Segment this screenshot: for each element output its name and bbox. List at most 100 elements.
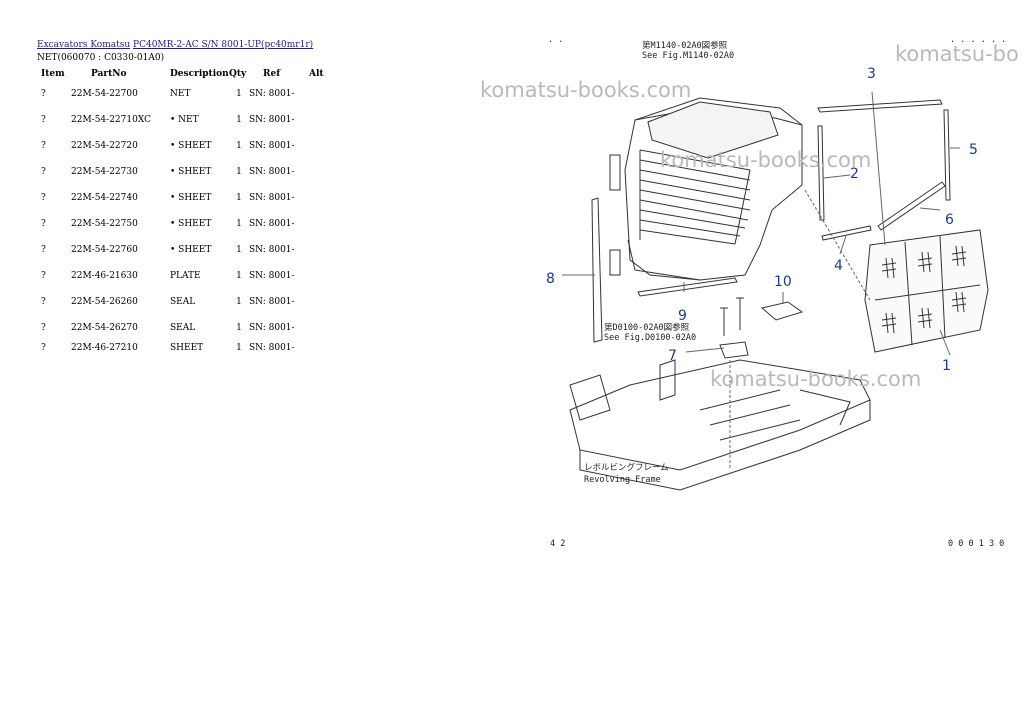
row-alt — [309, 81, 339, 107]
hinge-lower — [609, 249, 621, 276]
row-alt — [309, 211, 339, 237]
hinge-upper — [609, 154, 621, 191]
mesh-mark-1 — [881, 257, 897, 279]
breadcrumb-link-excavators[interactable]: Excavators Komatsu — [37, 40, 131, 50]
row-partno: 22M-54-26270 — [71, 323, 138, 333]
row-partno: 22M-54-22740 — [71, 193, 138, 203]
hood-top-panel — [647, 101, 779, 159]
watermark-text: komatsu-books.com — [480, 78, 692, 102]
sheet-strip-6 — [877, 181, 946, 231]
row-qty: 1 — [236, 343, 242, 353]
col-header-alt: Alt — [309, 69, 324, 79]
page-subtitle: NET(060070 : C0330-01A0) — [37, 53, 165, 63]
row-ref: SN: 8001- — [249, 245, 295, 255]
col-header-description: Description — [170, 69, 229, 79]
table-row: ? 22M-54-22760 • SHEET 1 SN: 8001- — [37, 237, 339, 263]
parts-diagram: 3 2 5 6 4 1 8 9 10 7 第M1140-02A0図参照 See … — [540, 30, 1024, 550]
watermark-text: komatsu-books.com — [660, 148, 872, 172]
row-ref: SN: 8001- — [249, 141, 295, 151]
bolt-1 — [736, 297, 744, 330]
row-item: ? — [41, 245, 46, 255]
corner-mark-tr: . . . . . . — [950, 35, 1006, 45]
corner-mark-tl: . . — [548, 35, 563, 45]
row-partno: 22M-54-26260 — [71, 297, 138, 307]
row-ref: SN: 8001- — [249, 297, 295, 307]
table-header-row: Item PartNo Description Qty Ref Alt — [37, 64, 339, 81]
mesh-mark-5 — [917, 307, 933, 329]
row-qty: 1 — [236, 297, 242, 307]
row-alt — [309, 263, 339, 289]
bolt-2 — [720, 307, 728, 336]
callout-5: 5 — [969, 142, 978, 158]
col-header-item: Item — [41, 69, 65, 79]
corner-mark-bl: 4 2 — [550, 539, 565, 549]
row-ref: SN: 8001- — [249, 323, 295, 333]
row-ref: SN: 8001- — [249, 167, 295, 177]
breadcrumb-link-model[interactable]: PC40MR-2-AC S/N 8001-UP(pc40mr1r) — [133, 40, 314, 50]
row-partno: 22M-54-22750 — [71, 219, 138, 229]
row-ref: SN: 8001- — [249, 271, 295, 281]
note-bottom-en: Revolving Frame — [584, 475, 661, 485]
row-alt — [309, 185, 339, 211]
row-item: ? — [41, 323, 46, 333]
leader-3 — [871, 91, 886, 246]
row-qty: 1 — [236, 323, 242, 333]
row-item: ? — [41, 271, 46, 281]
row-qty: 1 — [236, 245, 242, 255]
row-qty: 1 — [236, 193, 242, 203]
table-row: ? 22M-54-22710XC • NET 1 SN: 8001- — [37, 107, 339, 133]
row-ref: SN: 8001- — [249, 219, 295, 229]
row-description: • SHEET — [170, 219, 212, 229]
row-description: • SHEET — [170, 245, 212, 255]
grille-louvers — [639, 149, 751, 245]
callout-1: 1 — [942, 358, 951, 374]
callout-3: 3 — [867, 66, 876, 82]
table-row: ? 22M-46-21630 PLATE 1 SN: 8001- — [37, 263, 339, 289]
row-qty: 1 — [236, 271, 242, 281]
row-alt — [309, 315, 339, 341]
sheet-strip-3 — [817, 99, 943, 113]
bracket-7 — [719, 341, 749, 359]
note-mid-jp: 第D0100-02A0図参照 — [604, 322, 690, 333]
note-top-en: See Fig.M1140-02A0 — [642, 51, 734, 61]
row-partno: 22M-54-22760 — [71, 245, 138, 255]
callout-6: 6 — [945, 212, 954, 228]
row-qty: 1 — [236, 167, 242, 177]
row-alt — [309, 341, 339, 355]
net-panel-1 — [864, 229, 989, 353]
row-qty: 1 — [236, 141, 242, 151]
diagram-drawing: 3 2 5 6 4 1 8 9 10 7 第M1140-02A0図参照 See … — [546, 35, 1006, 549]
table-row: ? 22M-54-26260 SEAL 1 SN: 8001- — [37, 289, 339, 315]
row-description: • NET — [170, 115, 199, 125]
row-ref: SN: 8001- — [249, 343, 295, 353]
note-bottom-jp: レボルビングフレーム — [584, 462, 669, 473]
note-mid-en: See Fig.D0100-02A0 — [604, 333, 696, 343]
parts-table: Item PartNo Description Qty Ref Alt ? 22… — [37, 64, 339, 355]
row-description: • SHEET — [170, 141, 212, 151]
watermark-text-cut: komatsu-bo — [895, 42, 1019, 66]
mesh-mark-2 — [917, 251, 933, 273]
sheet-strip-5 — [943, 109, 951, 201]
row-alt — [309, 159, 339, 185]
row-ref: SN: 8001- — [249, 115, 295, 125]
row-description: SHEET — [170, 343, 204, 353]
table-row: ? 22M-46-27210 SHEET 1 SN: 8001- — [37, 341, 339, 355]
row-partno: 22M-54-22700 — [71, 89, 138, 99]
sheet-strip-2 — [817, 125, 825, 221]
row-description: • SHEET — [170, 167, 212, 177]
row-description: PLATE — [170, 271, 201, 281]
frame-bracket-left — [569, 374, 611, 421]
net-divider-v1 — [904, 241, 913, 346]
callout-9: 9 — [678, 308, 687, 324]
row-partno: 22M-46-27210 — [71, 343, 138, 353]
leader-6 — [919, 207, 941, 211]
table-row: ? 22M-54-22700 NET 1 SN: 8001- — [37, 81, 339, 107]
row-item: ? — [41, 115, 46, 125]
callout-4: 4 — [834, 258, 843, 274]
frame-post — [659, 359, 676, 401]
leader-panel — [804, 189, 871, 301]
corner-mark-br: 0 0 0 1 3 0 — [948, 539, 1004, 549]
row-item: ? — [41, 219, 46, 229]
row-qty: 1 — [236, 89, 242, 99]
mesh-mark-3 — [951, 245, 967, 267]
